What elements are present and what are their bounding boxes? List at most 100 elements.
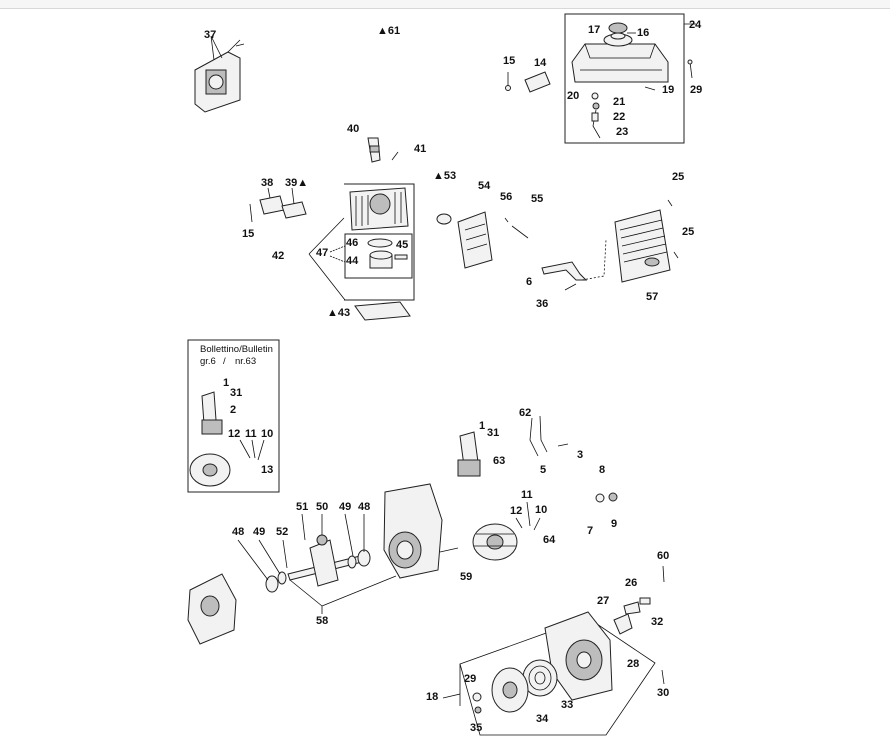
label-13: 13 (261, 464, 273, 476)
bulletin-separator: / (223, 356, 226, 367)
crankcase-half-left-part (187, 573, 237, 645)
piston-kit-box (344, 233, 413, 279)
label-22: 22 (613, 111, 625, 123)
label-48-right: 48 (358, 501, 370, 513)
label-44: 44 (346, 255, 359, 267)
label-12-bulletin: 12 (228, 428, 240, 440)
label-11-main: 11 (521, 489, 533, 501)
label-17: 17 (588, 24, 600, 36)
screw-15-top-part (505, 72, 511, 91)
spark-plug-part (367, 137, 381, 163)
bearings-part (265, 549, 371, 593)
pawl-32-part (623, 601, 641, 615)
label-10-bulletin: 10 (261, 428, 273, 440)
muffler-part (614, 209, 671, 283)
label-12-main: 12 (510, 505, 522, 517)
ignition-coil-part (457, 431, 481, 477)
label-55: 55 (531, 193, 543, 205)
fuel-tank-part (571, 22, 669, 83)
label-15-top: 15 (503, 55, 515, 67)
label-46: 46 (346, 237, 358, 249)
air-filter-part (457, 211, 493, 269)
label-9: 9 (611, 518, 617, 530)
label-41: 41 (414, 143, 426, 155)
piston-part (367, 238, 408, 269)
screw-60-part (662, 565, 665, 583)
label-36: 36 (536, 298, 548, 310)
flywheel-part (472, 523, 518, 561)
label-64: 64 (543, 534, 556, 546)
label-56: 56 (500, 191, 512, 203)
label-52: 52 (276, 526, 288, 538)
bulletin-title: Bollettino/Bulletin (200, 344, 273, 355)
terminal-3-part (557, 443, 569, 447)
label-38: 38 (261, 177, 273, 189)
washer-29-part (472, 692, 482, 714)
label-7: 7 (587, 525, 593, 537)
label-42: 42 (272, 250, 284, 262)
bulletin-group: gr.6 (200, 356, 216, 367)
label-30: 30 (657, 687, 669, 699)
label-53: ▲53 (433, 170, 456, 182)
bulletin-box (187, 339, 280, 493)
label-54: 54 (478, 180, 491, 192)
label-48-left: 48 (232, 526, 244, 538)
flywheel-old-part (189, 453, 231, 487)
label-57: 57 (646, 291, 658, 303)
label-61: ▲61 (377, 25, 400, 37)
clip-26-part (639, 597, 651, 605)
label-49-left: 49 (253, 526, 265, 538)
label-14: 14 (534, 57, 547, 69)
wire-62-part (529, 415, 548, 457)
gasket-38-part (259, 195, 285, 215)
label-43: ▲43 (327, 307, 350, 319)
label-19: 19 (662, 84, 674, 96)
label-58: 58 (316, 615, 328, 627)
label-39: 39▲ (285, 177, 308, 189)
label-23: 23 (616, 126, 628, 138)
screw-29-part (687, 59, 693, 79)
screw-30-part (661, 669, 665, 685)
label-59: 59 (460, 571, 472, 583)
recoil-spring-part (522, 659, 558, 697)
label-31-main: 31 (487, 427, 499, 439)
gasket-53-part (436, 213, 452, 225)
fuel-tank-group-box (564, 13, 685, 144)
label-2: 2 (230, 404, 236, 416)
label-24: 24 (689, 19, 702, 31)
label-16: 16 (637, 27, 649, 39)
label-11-bulletin: 11 (245, 428, 257, 440)
label-29-top: 29 (690, 84, 702, 96)
label-6: 6 (526, 276, 532, 288)
label-15-mid: 15 (242, 228, 254, 240)
label-26: 26 (625, 577, 637, 589)
label-29-bottom: 29 (464, 673, 476, 685)
label-8: 8 (599, 464, 605, 476)
label-1-bulletin: 1 (223, 377, 229, 389)
label-35: 35 (470, 722, 482, 734)
label-28: 28 (627, 658, 639, 670)
screw-36-part (564, 283, 577, 291)
label-25-bottom: 25 (682, 226, 694, 238)
label-3: 3 (577, 449, 583, 461)
bracket-6-part (541, 261, 588, 281)
label-27: 27 (597, 595, 609, 607)
carburetor-part (194, 39, 245, 113)
viewer-top-bar (0, 0, 890, 9)
label-25-top: 25 (672, 171, 684, 183)
label-51: 51 (296, 501, 308, 513)
fuel-pickup-part (591, 92, 601, 139)
label-31-bulletin: 31 (230, 387, 242, 399)
pulley-part (491, 667, 529, 713)
label-47: 47 (316, 247, 328, 259)
label-60: 60 (657, 550, 669, 562)
label-33: 33 (561, 699, 573, 711)
bolt-59-part (439, 547, 459, 553)
cylinder-part (349, 187, 409, 231)
label-34: 34 (536, 713, 549, 725)
rod-55-part (504, 217, 529, 239)
starter-housing-part (544, 611, 613, 701)
bulletin-number: nr.63 (235, 356, 256, 367)
label-45: 45 (396, 239, 408, 251)
